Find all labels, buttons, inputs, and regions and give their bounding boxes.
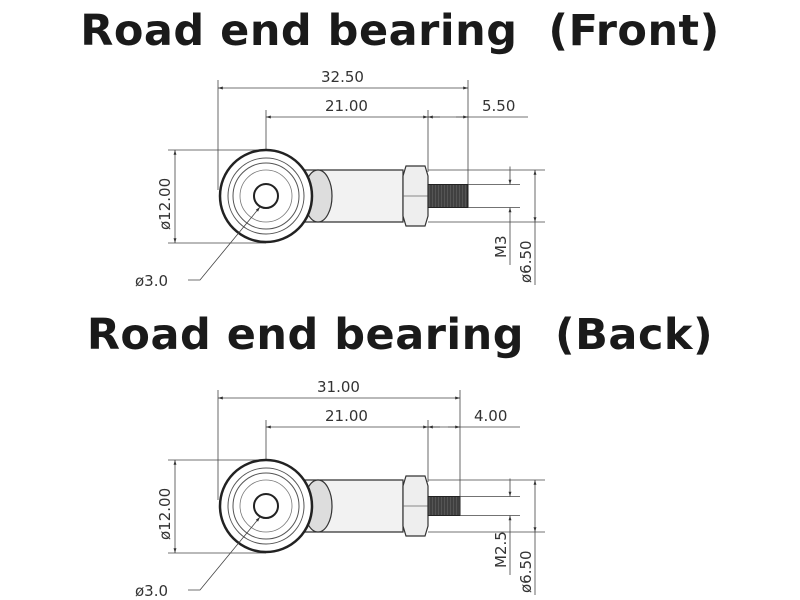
shank-diameter-label: ø6.50 bbox=[517, 240, 535, 283]
eye-diameter-label: ø12.00 bbox=[156, 178, 174, 230]
thread-size-label: M3 bbox=[492, 236, 510, 259]
hole bbox=[253, 183, 279, 209]
eye-ring bbox=[232, 472, 300, 540]
ball bbox=[239, 479, 293, 533]
thread-size-label: M2.5 bbox=[492, 531, 510, 568]
hole bbox=[253, 493, 279, 519]
thread-length-label: 4.00 bbox=[474, 407, 507, 425]
center-to-nut-label: 21.00 bbox=[325, 407, 368, 425]
eye-diameter-label: ø12.00 bbox=[156, 488, 174, 540]
eye-ring bbox=[232, 162, 300, 230]
overall-length-label: 32.50 bbox=[321, 68, 364, 86]
overall-length-label: 31.00 bbox=[317, 378, 360, 396]
eye-ring bbox=[227, 157, 305, 235]
hole-leader bbox=[188, 206, 261, 281]
hole-leader bbox=[188, 516, 261, 591]
center-to-nut-label: 21.00 bbox=[325, 97, 368, 115]
front-title: Road end bearing (Front) bbox=[80, 6, 720, 56]
ball bbox=[239, 169, 293, 223]
shank-diameter-label: ø6.50 bbox=[517, 550, 535, 593]
hole-diameter-label: ø3.0 bbox=[135, 272, 168, 290]
eye-ring bbox=[227, 467, 305, 545]
back-title: Road end bearing (Back) bbox=[86, 310, 714, 360]
thread-length-label: 5.50 bbox=[482, 97, 515, 115]
hole-diameter-label: ø3.0 bbox=[135, 582, 168, 600]
